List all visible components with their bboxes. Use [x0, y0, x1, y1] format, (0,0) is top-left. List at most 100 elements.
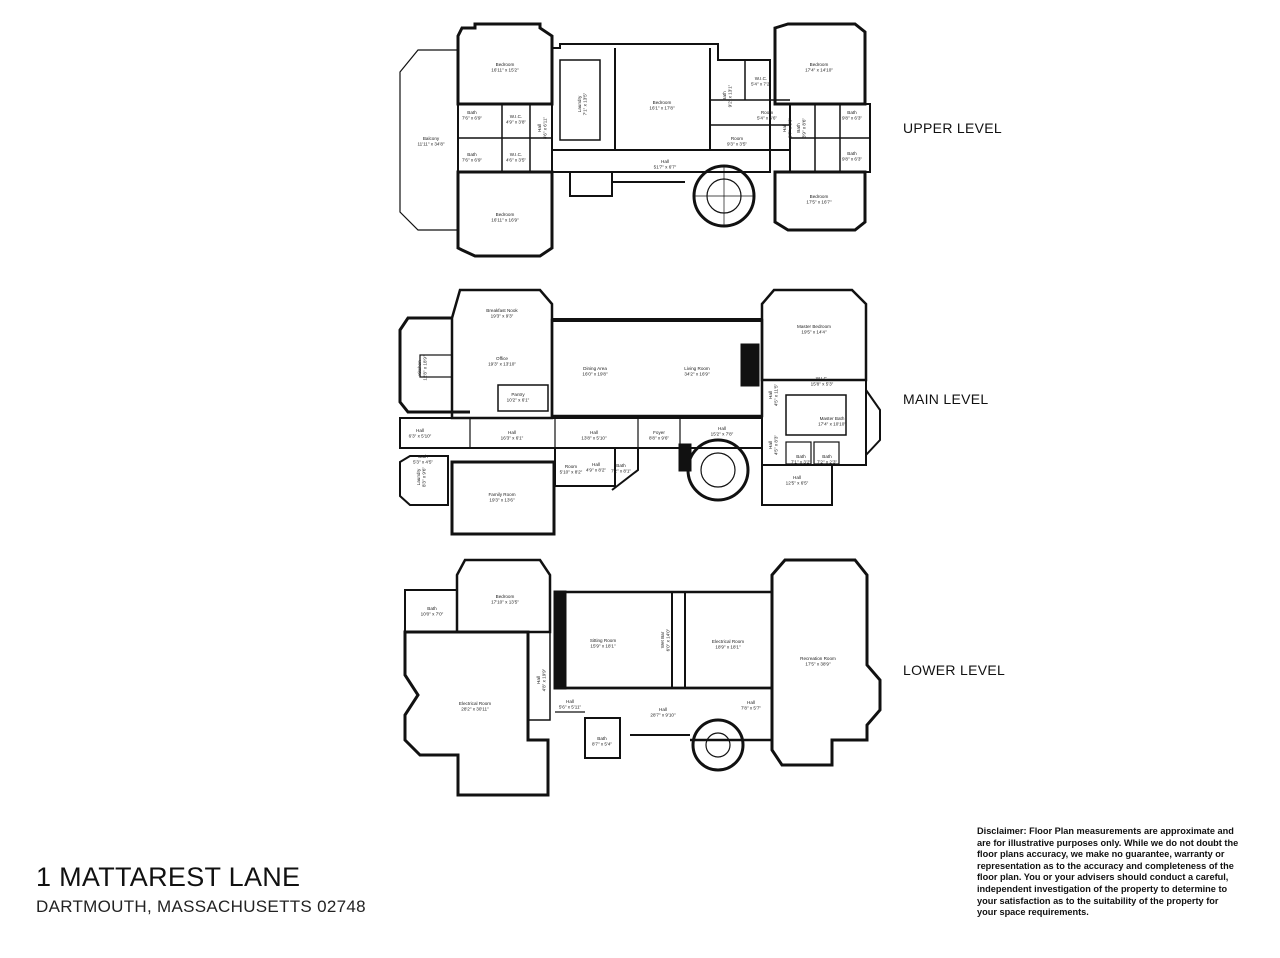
room-dimensions: 28'2" x 30'11": [461, 706, 489, 711]
room-name: Hall: [590, 430, 598, 435]
room-dimensions: 17'5" x 16'7": [806, 199, 832, 204]
room-dimensions: 5'6" x 5'11": [559, 704, 582, 709]
room-name: Recreation Room: [800, 656, 836, 661]
room-dimensions: 15'8" x 5'3": [811, 381, 834, 386]
room-dimensions: 5'4" x 7'2": [751, 81, 771, 86]
room-name: Dining Area: [583, 366, 607, 371]
room-name: Bedroom: [810, 194, 829, 199]
room-dimensions: 19'3" x 13'6": [489, 497, 515, 502]
room-name: W.I.C.: [510, 152, 523, 157]
room-name: Room: [761, 110, 773, 115]
room-dimensions: 13'8" x 5'10": [581, 435, 607, 440]
room-name: Kitchen: [417, 360, 422, 376]
room-dimensions: 17'4" x 10'10": [818, 421, 846, 426]
room-name: Bath: [597, 736, 607, 741]
room-name: Wet Bar: [660, 631, 665, 648]
room-label-u12: Bath9'2" x 13'1": [722, 84, 732, 107]
disclaimer-text: Disclaimer: Floor Plan measurements are …: [977, 826, 1239, 918]
room-dimensions: 8'7" x 5'4": [592, 741, 612, 746]
room-name: Balcony: [423, 136, 440, 141]
room-dimensions: 9'8" x 6'3": [842, 156, 862, 161]
room-dimensions: 7'6" x 6'9": [462, 157, 482, 162]
room-dimensions: 17'4" x 14'10": [805, 67, 833, 72]
room-dimensions: 16'3" x 6'1": [501, 435, 524, 440]
room-dimensions: 10'0" x 7'0": [421, 611, 444, 616]
room-name: Foyer: [653, 430, 665, 435]
property-city-state: DARTMOUTH, MASSACHUSETTS 02748: [36, 897, 366, 916]
room-dimensions: 12'5" x 6'5": [786, 480, 809, 485]
room-name: Pantry: [511, 392, 525, 397]
room-label-m9: Hall4'5" x 11'5": [768, 383, 778, 406]
room-name: Electrical Room: [712, 639, 744, 644]
room-dimensions: 3'9" x 8'6": [801, 118, 806, 138]
room-label-l4: Hall4'8" x 19'9": [536, 668, 546, 691]
room-name: Room: [731, 136, 743, 141]
room-dimensions: 7'2" x 8'1": [611, 468, 631, 473]
room-dimensions: 4'9" x 8'2": [586, 467, 606, 472]
room-name: Bath: [796, 123, 801, 133]
room-name: Bath: [822, 454, 832, 459]
room-label-u7: Hall3'6" x 6'11": [537, 116, 547, 139]
room-dimensions: 17'5" x 38'9": [805, 661, 831, 666]
room-dimensions: 3'7" x 8'6": [787, 118, 792, 138]
main-level-label: MAIN LEVEL: [903, 391, 989, 407]
room-dimensions: 11'11" x 34'8": [417, 141, 444, 146]
lower-level-walls: [403, 558, 882, 797]
room-name: Hall: [536, 676, 541, 684]
room-name: Hall: [718, 426, 726, 431]
room-name: Bath: [467, 110, 477, 115]
room-name: Bedroom: [496, 212, 515, 217]
room-dimensions: 16'11" x 15'2": [491, 67, 519, 72]
room-dimensions: 34'2" x 16'9": [684, 371, 710, 376]
room-name: Hall: [782, 124, 787, 132]
room-name: Bath: [467, 152, 477, 157]
room-dimensions: 4'5" x 8'3": [773, 435, 778, 455]
room-dimensions: 7'1" x 13'5": [582, 92, 587, 115]
room-dimensions: 18'9" x 18'1": [715, 644, 741, 649]
room-dimensions: 5'3" x 4'5": [413, 459, 433, 464]
room-name: Electrical Room: [459, 701, 491, 706]
room-dimensions: 6'3" x 5'10": [409, 433, 432, 438]
room-dimensions: 4'9" x 3'8": [506, 119, 526, 124]
room-label-l6: Wet Bar6'0" x 14'0": [660, 628, 670, 651]
room-name: Living Room: [684, 366, 710, 371]
room-dimensions: 28'7" x 9'10": [650, 712, 676, 717]
room-label-u13: W.I.C.5'4" x 7'2": [751, 76, 771, 86]
room-dimensions: 19'5" x 14'4": [801, 329, 827, 334]
room-name: Hall: [416, 428, 424, 433]
room-dimensions: 9'2" x 13'1": [727, 84, 732, 107]
room-dimensions: 3'6" x 6'11": [542, 116, 547, 139]
room-dimensions: 8'3" x 9'6": [421, 467, 426, 487]
room-name: Bath: [722, 91, 727, 101]
main-level-walls: [398, 288, 881, 536]
room-name: Bedroom: [496, 594, 515, 599]
room-dimensions: 15'2" x 7'8": [711, 431, 734, 436]
